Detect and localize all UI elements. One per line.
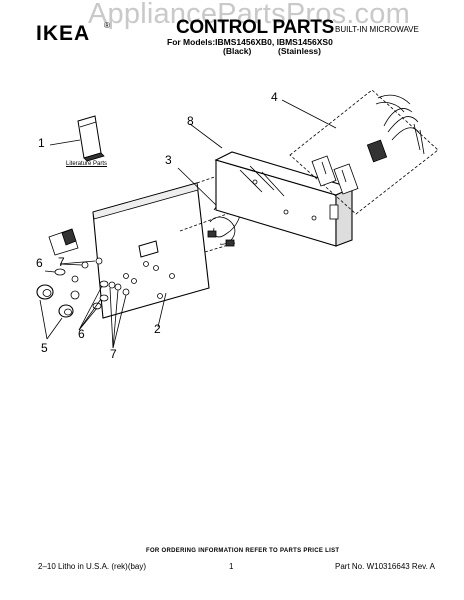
- literature-booklet: [77, 115, 105, 162]
- finish-black-label: (Black): [223, 46, 252, 56]
- callout-7-lower: 7: [110, 347, 117, 361]
- model-numbers: For Models:IBMS1456XB0, IBMS1456XS0: [167, 37, 333, 47]
- product-category: BUILT-IN MICROWAVE: [335, 25, 419, 34]
- callout-6-lower: 6: [78, 327, 85, 341]
- registered-mark: ®: [104, 21, 110, 30]
- knobs: [36, 284, 74, 318]
- callout-2: 2: [154, 322, 161, 336]
- leader-line-3: [177, 167, 217, 206]
- callout-5: 5: [41, 341, 48, 355]
- callout-1: 1: [38, 136, 45, 150]
- page-title: CONTROL PARTS: [176, 17, 334, 38]
- page-number: 1: [229, 562, 234, 571]
- callout-4: 4: [271, 90, 278, 104]
- leader-line-8: [189, 123, 223, 149]
- callout-7-upper: 7: [58, 255, 65, 269]
- leader-line-2: [157, 292, 167, 328]
- callout-8: 8: [187, 114, 194, 128]
- touch-module-assembly: [289, 89, 439, 215]
- footer-part-number: Part No. W10316643 Rev. A: [335, 562, 435, 571]
- leader-line-4: [281, 99, 337, 129]
- switch-bracket: [48, 228, 79, 256]
- leader-lines-fasteners: [39, 260, 127, 349]
- footer-litho: 2–10 Litho in U.S.A. (rek)(bay): [38, 562, 147, 571]
- finish-stainless-label: (Stainless): [278, 46, 321, 56]
- literature-parts-label: Literature Parts: [66, 161, 108, 167]
- control-board: [214, 151, 354, 247]
- ordering-note: FOR ORDERING INFORMATION REFER TO PARTS …: [146, 548, 340, 554]
- callout-6-upper: 6: [36, 256, 43, 270]
- watermark: AppliancePartsPros.com: [88, 0, 410, 30]
- brand-logo: IKEA: [36, 22, 91, 45]
- leader-line-1: [49, 139, 81, 146]
- control-panel: [92, 182, 210, 319]
- callout-3: 3: [165, 153, 172, 167]
